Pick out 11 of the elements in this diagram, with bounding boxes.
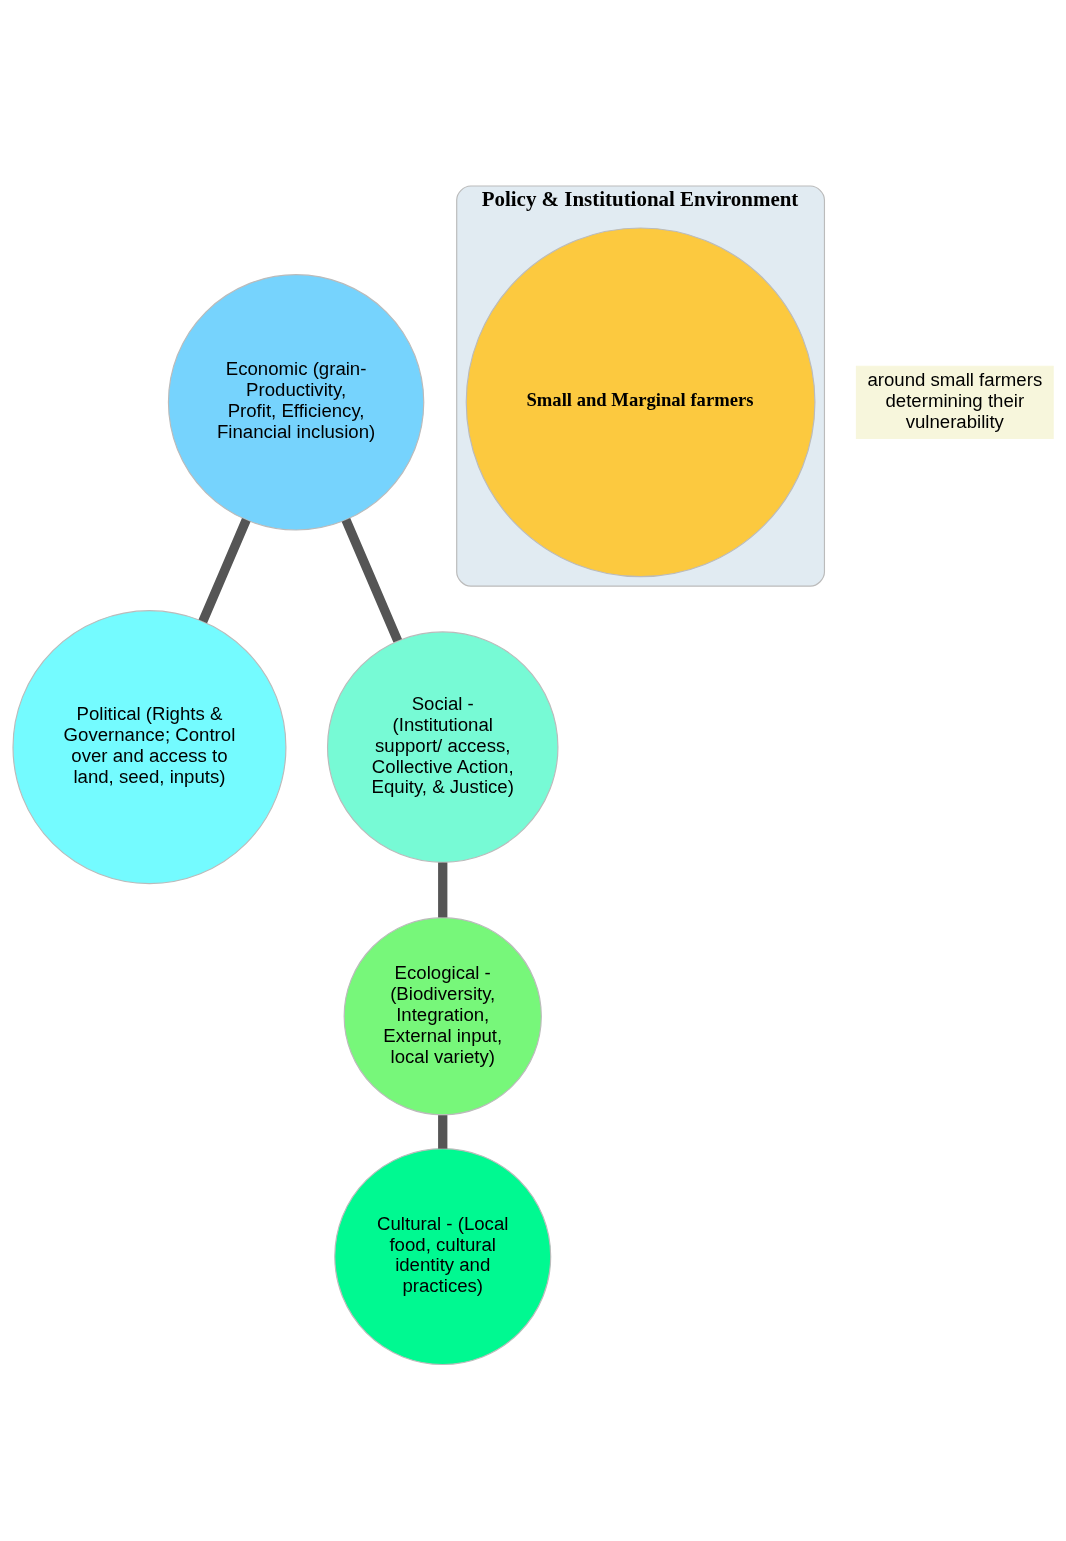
node-circle: Small and Marginal farmers bbox=[465, 227, 816, 578]
connector bbox=[438, 1115, 448, 1149]
connector bbox=[341, 518, 402, 643]
label: around small farmers determining their vulnerability bbox=[867, 368, 1043, 432]
node-circle: Economic (grain- Productivity, Profit, Efficiency, Financial inclusion) bbox=[167, 274, 425, 531]
node-circle: Political (Rights & Governance; Control over and access to land, seed, inputs) bbox=[12, 610, 287, 885]
node-circle: Cultural - (Local food, cultural identity and practices) bbox=[334, 1148, 552, 1366]
node-circle: Social - (Institutional support/ access, Collective Action, Equity, & Justice) bbox=[326, 631, 559, 863]
node-circle: Ecological - (Biodiversity, Integration, External input, local variety) bbox=[343, 917, 542, 1116]
connector bbox=[198, 518, 251, 624]
connector bbox=[438, 862, 448, 918]
